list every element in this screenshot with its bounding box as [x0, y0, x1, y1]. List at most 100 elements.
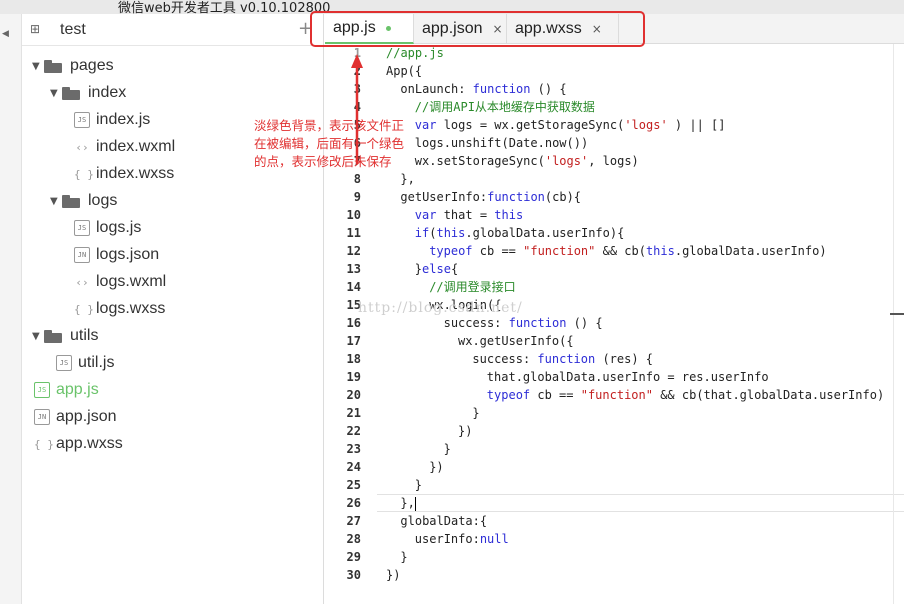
- unsaved-dot-icon: [385, 25, 391, 31]
- tree-file[interactable]: ‹› logs.wxml: [74, 269, 166, 295]
- code-line[interactable]: //app.js: [386, 44, 444, 62]
- code-line[interactable]: }else{: [415, 260, 458, 278]
- code-token: cb ==: [530, 388, 581, 402]
- json-file-icon: JN: [34, 409, 50, 425]
- activity-gutter: ◀: [0, 14, 22, 604]
- tree-folder[interactable]: ▼ utils: [32, 323, 98, 349]
- code-line[interactable]: var that = this: [415, 206, 523, 224]
- tree-folder[interactable]: ▼ pages: [32, 53, 114, 79]
- code-token: var: [414, 208, 437, 222]
- code-editor: app.js app.json × app.wxss × 12345678910…: [325, 14, 904, 604]
- tree-file[interactable]: { }index.wxss: [74, 161, 174, 187]
- code-line[interactable]: },: [400, 170, 414, 188]
- collapse-arrow-icon[interactable]: ◀: [2, 28, 9, 38]
- code-line[interactable]: }): [458, 422, 472, 440]
- js-file-icon: JS: [56, 355, 72, 371]
- code-line[interactable]: var logs = wx.getStorageSync('logs' ) ||…: [415, 116, 726, 134]
- code-line[interactable]: },: [400, 494, 416, 512]
- code-line[interactable]: wx.setStorageSync('logs', logs): [415, 152, 639, 170]
- code-token: cb ==: [472, 244, 524, 258]
- code-line[interactable]: globalData:{: [400, 512, 487, 530]
- code-line[interactable]: typeof cb == "function" && cb(that.globa…: [487, 386, 884, 404]
- code-token: function: [508, 316, 567, 330]
- line-number: 26: [346, 496, 361, 510]
- code-line[interactable]: logs.unshift(Date.now()): [415, 134, 588, 152]
- code-line[interactable]: }: [472, 404, 479, 422]
- tree-label: utils: [70, 327, 99, 344]
- code-token: if: [414, 226, 430, 240]
- tab-app-wxss[interactable]: app.wxss ×: [507, 14, 619, 44]
- code-line[interactable]: //调用API从本地缓存中获取数据: [415, 98, 595, 116]
- chevron-down-icon[interactable]: ▼: [50, 87, 58, 99]
- line-number: 28: [346, 532, 361, 546]
- chevron-down-icon[interactable]: ▼: [50, 195, 58, 207]
- line-number: 21: [346, 406, 361, 420]
- code-token: typeof: [429, 244, 473, 258]
- chevron-down-icon[interactable]: ▼: [32, 330, 40, 342]
- code-line[interactable]: }: [415, 476, 422, 494]
- tree-label: logs.wxml: [96, 273, 167, 290]
- tree-file[interactable]: { }app.wxss: [34, 431, 123, 457]
- code-token: , logs): [588, 154, 639, 168]
- code-line[interactable]: App({: [386, 62, 422, 80]
- code-token: }: [414, 262, 423, 276]
- line-number: 18: [346, 352, 361, 366]
- explorer-header: ⊞ test +: [22, 14, 324, 46]
- code-token: function: [537, 352, 596, 366]
- code-line[interactable]: wx.getUserInfo({: [458, 332, 574, 350]
- tree-file[interactable]: { }logs.wxss: [74, 296, 165, 322]
- code-token: () {: [566, 316, 603, 330]
- code-line[interactable]: if(this.globalData.userInfo){: [415, 224, 625, 242]
- code-token: .globalData.userInfo){: [465, 226, 625, 240]
- code-token: "function": [523, 244, 596, 258]
- code-token: else: [422, 262, 451, 276]
- close-icon[interactable]: ×: [591, 22, 602, 36]
- code-line[interactable]: }): [386, 566, 400, 584]
- code-line[interactable]: success: function (res) {: [472, 350, 653, 368]
- code-token: .globalData.userInfo): [674, 244, 827, 258]
- folder-icon: [44, 59, 62, 73]
- tab-label: app.json: [422, 20, 483, 37]
- code-line[interactable]: success: function () {: [444, 314, 603, 332]
- project-name: test: [60, 21, 86, 38]
- code-line[interactable]: //调用登录接口: [429, 278, 515, 296]
- watermark: http://blog.csdn.net/: [358, 300, 523, 316]
- tree-file[interactable]: ‹›index.wxml: [74, 134, 175, 160]
- chevron-down-icon[interactable]: ▼: [32, 60, 40, 72]
- tree-folder[interactable]: ▼ index: [50, 80, 126, 106]
- tree-folder[interactable]: ▼ logs: [50, 188, 117, 214]
- tree-label: pages: [70, 57, 114, 74]
- wxml-file-icon: ‹›: [75, 140, 89, 154]
- code-line[interactable]: that.globalData.userInfo = res.userInfo: [487, 368, 769, 386]
- code-line[interactable]: }: [444, 440, 451, 458]
- tree-label: logs: [88, 192, 118, 209]
- tree-label: index: [88, 84, 127, 101]
- code-token: //app.js: [386, 46, 444, 60]
- json-file-icon: JN: [74, 247, 90, 263]
- line-number: 9: [353, 190, 361, 204]
- code-line[interactable]: }): [429, 458, 443, 476]
- tab-app-js[interactable]: app.js: [325, 14, 414, 44]
- code-line[interactable]: wx.login({: [429, 296, 501, 314]
- code-line[interactable]: onLaunch: function () {: [400, 80, 566, 98]
- code-line[interactable]: userInfo:null: [415, 530, 509, 548]
- code-line[interactable]: }: [400, 548, 407, 566]
- code-line[interactable]: getUserInfo:function(cb){: [400, 188, 581, 206]
- add-file-icon[interactable]: +: [298, 18, 314, 39]
- code-token: globalData:{: [400, 514, 488, 528]
- js-file-icon: JS: [74, 220, 90, 236]
- wxml-file-icon: ‹›: [75, 275, 89, 289]
- close-icon[interactable]: ×: [492, 22, 503, 36]
- tab-app-json[interactable]: app.json ×: [414, 14, 507, 44]
- code-line[interactable]: typeof cb == "function" && cb(this.globa…: [429, 242, 826, 260]
- code-token: null: [479, 532, 509, 546]
- line-number: 22: [346, 424, 361, 438]
- code-token: && cb(: [595, 244, 646, 258]
